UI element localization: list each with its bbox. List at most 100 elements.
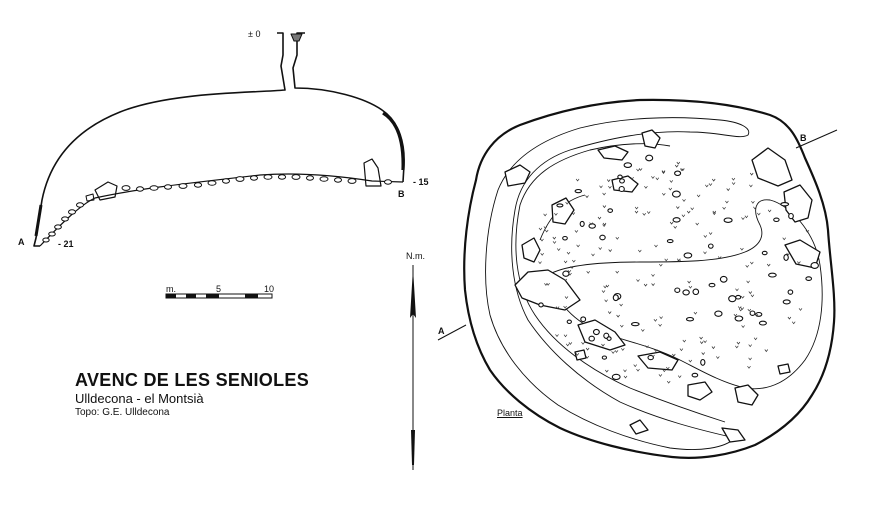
plan-pebble [674,287,681,293]
plan-gravel-mark [681,168,685,172]
plan-gravel-mark [638,249,642,253]
plan-gravel-mark [703,251,707,255]
plan-pebble [606,336,612,341]
plan-gravel-mark [572,259,576,263]
plan-pebble [607,208,614,213]
plan-gravel-mark [738,308,743,312]
plan-gravel-mark [677,259,681,263]
plan-gravel-mark [585,355,590,359]
plan-pebble [574,188,583,194]
section-point-b-label: B [398,189,405,199]
plan-gravel-mark [646,211,651,214]
plan-pebble [780,202,790,207]
plan-pebble [761,250,768,256]
plan-gravel-mark [805,229,810,233]
plan-gravel-mark [555,306,560,310]
plan-gravel-mark [717,256,722,259]
plan-gravel-mark [574,230,579,233]
plan-gravel-mark [731,177,736,181]
plan-gravel-mark [711,346,716,350]
plan-gravel-mark [585,195,589,199]
plan-pebble [566,319,572,325]
plan-gravel-mark [688,285,693,289]
plan-pebble [588,223,596,229]
plan-pebble [758,320,767,326]
depth-a-label: - 21 [58,239,74,249]
plan-pebble [719,275,728,283]
plan-gravel-mark [540,238,544,242]
plan-gravel-mark [591,253,595,257]
plan-gravel-mark [731,182,736,185]
plan-gravel-mark [711,178,716,182]
plan-gravel-mark [653,318,658,322]
plan-pebble [728,295,737,303]
plan-gravel-mark [605,284,610,288]
plan-gravel-mark [601,343,605,347]
plan-gravel-mark [568,342,573,345]
plan-gravel-mark [798,308,803,311]
plan-gravel-mark [633,364,637,368]
plan-gravel-mark [642,212,646,216]
plan-gravel-mark [555,334,559,337]
plan-gravel-mark [687,280,691,284]
plan-gravel-mark [699,336,703,340]
plan-gravel-mark [556,248,561,251]
plan-gravel-mark [722,206,726,210]
plan-gravel-mark [570,266,574,269]
plan-gravel-mark [620,324,624,328]
plan-gravel-mark [740,247,744,251]
survey-credit: Topo: G.E. Ulldecona [75,407,170,418]
plan-gravel-mark [563,305,567,309]
plan-gravel-mark [589,222,593,226]
plan-gravel-mark [791,321,796,325]
plan-gravel-mark [797,261,801,265]
depth-b-label: - 15 [413,177,429,187]
plan-pebble [599,234,606,241]
plan-gravel-mark [705,184,709,188]
plan-gravel-mark [608,249,612,253]
plan-gravel-mark [567,269,572,273]
plan-gravel-mark [544,229,549,233]
plan-gravel-mark [690,207,694,211]
plan-gravel-mark [563,260,568,264]
scale-end-label: 10 [264,284,274,294]
plan-gravel-mark [643,283,648,287]
plan-gravel-mark [607,311,612,315]
plan-gravel-mark [641,329,645,332]
plan-gravel-mark [664,258,668,262]
plan-gravel-mark [586,270,590,274]
plan-pebble [672,217,681,223]
plan-gravel-mark [669,180,674,183]
plan-gravel-mark [645,345,649,349]
plan-gravel-mark [679,348,684,352]
plan-gravel-mark [606,179,611,183]
plan-pebble [723,217,733,223]
plan-gravel-mark [630,176,634,180]
plan-pebble [588,335,595,342]
depth-entrance-label: ± 0 [248,29,260,39]
plan-gravel-mark [668,187,673,191]
plan-pebble [556,203,564,208]
plan-point-b-label: B [800,133,807,143]
plan-gravel-mark [733,313,738,317]
plan-gravel-mark [543,213,547,217]
plan-gravel-mark [623,369,627,373]
plan-gravel-mark [703,235,708,238]
plan-line-b [795,129,838,149]
plan-pebble [674,170,682,177]
plan-gravel-mark [754,313,759,317]
plan-gravel-mark [741,217,745,220]
plan-pebble [682,289,690,296]
plan-gravel-mark [767,209,772,213]
plan-gravel-mark [654,349,658,352]
section-rubble [42,174,392,243]
plan-gravel-mark [686,210,691,214]
plan-pebble [692,288,700,296]
plan-gravel-mark [787,316,792,320]
plan-pebble [773,217,780,223]
plan-gravel-mark [564,296,569,299]
plan-gravel-mark [614,350,619,353]
plan-gravel-mark [744,215,749,219]
plan-gravel-mark [712,210,717,214]
plan-gravel-mark [585,347,590,351]
